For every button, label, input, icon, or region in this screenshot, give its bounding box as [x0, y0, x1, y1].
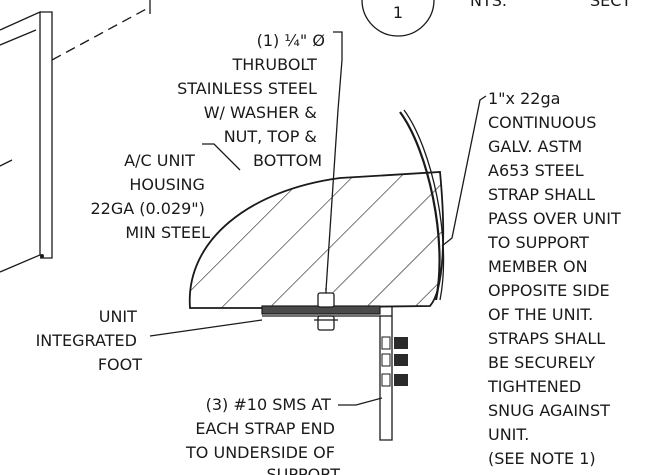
rivet-dot — [40, 254, 44, 258]
ac-unit-housing-section — [188, 171, 445, 309]
callout-sms: (3) #10 SMS AT EACH STRAP END TO UNDERSI… — [185, 395, 340, 475]
screw-top — [381, 336, 408, 350]
strap-line-7: TO SUPPORT — [487, 233, 589, 252]
thrubolt-line-1: (1) ¼" Ø — [257, 31, 325, 50]
strap-line-13: TIGHTENED — [487, 377, 581, 396]
callout-strap: 1"x 22ga CONTINUOUS GALV. ASTM A653 STEE… — [487, 89, 626, 468]
leader-lines — [149, 31, 487, 406]
housing-line-1: A/C UNIT — [124, 151, 195, 170]
foot-line-3: FOOT — [98, 355, 142, 374]
thrubolt-line-5: NUT, TOP & — [224, 127, 317, 146]
thrubolt-line-3: STAINLESS STEEL — [177, 79, 317, 98]
sms-line-3: TO UNDERSIDE OF — [185, 443, 335, 462]
housing-line-3: 22GA (0.029") — [90, 199, 204, 218]
foot-line-2: INTEGRATED — [36, 331, 137, 350]
strap-line-16: (SEE NOTE 1) — [488, 449, 596, 468]
strap-line-8: MEMBER ON — [488, 257, 588, 276]
housing-line-4: MIN STEEL — [125, 223, 210, 242]
sms-line-2: EACH STRAP END — [195, 419, 335, 438]
sheet-metal-screws — [381, 336, 408, 387]
thrubolt-line-6: BOTTOM — [253, 151, 322, 170]
galvanized-strap — [399, 109, 445, 301]
callout-housing: A/C UNIT HOUSING 22GA (0.029") MIN STEEL — [90, 151, 210, 242]
strap-line-5: STRAP SHALL — [488, 185, 595, 204]
sms-line-1: (3) #10 SMS AT — [206, 395, 332, 414]
adjacent-unit-outline — [0, 0, 151, 273]
sms-line-4: SUPPORT — [267, 465, 341, 475]
detail-number: 1 — [393, 3, 403, 22]
strap-line-4: A653 STEEL — [488, 161, 584, 180]
strap-line-1: 1"x 22ga — [488, 89, 560, 108]
detail-marker: 1 NTS. SECT — [361, 0, 631, 37]
housing-line-2: HOUSING — [129, 175, 205, 194]
screw-bottom — [381, 373, 408, 387]
thrubolt-line-4: W/ WASHER & — [204, 103, 317, 122]
strap-line-2: CONTINUOUS — [488, 113, 596, 132]
detail-type-text: SECT — [590, 0, 631, 10]
support-angle — [262, 306, 393, 441]
callout-foot: UNIT INTEGRATED FOOT — [36, 307, 143, 374]
strap-line-6: PASS OVER UNIT — [488, 209, 621, 228]
strap-line-9: OPPOSITE SIDE — [488, 281, 610, 300]
screw-middle — [381, 353, 408, 367]
strap-line-3: GALV. ASTM — [488, 137, 582, 156]
callout-thrubolt: (1) ¼" Ø THRUBOLT STAINLESS STEEL W/ WAS… — [177, 31, 330, 170]
strap-line-11: STRAPS SHALL — [488, 329, 605, 348]
strap-line-10: OF THE UNIT. — [488, 305, 593, 324]
strap-line-12: BE SECURELY — [488, 353, 595, 372]
detail-scale-text: NTS. — [470, 0, 507, 10]
strap-line-14: SNUG AGAINST — [488, 401, 610, 420]
strap-line-15: UNIT. — [488, 425, 529, 444]
foot-line-1: UNIT — [99, 307, 137, 326]
thrubolt-line-2: THRUBOLT — [232, 55, 318, 74]
